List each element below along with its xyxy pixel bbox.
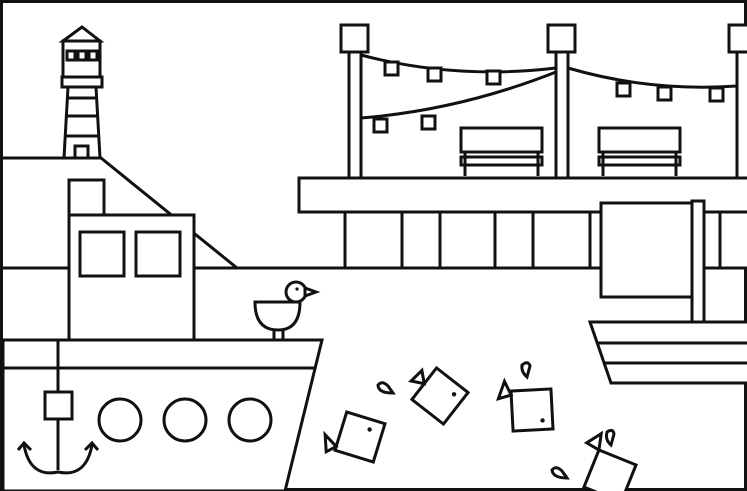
cabin[interactable] [67, 178, 196, 342]
water-drops [376, 361, 616, 480]
anchor-icon[interactable] [16, 340, 100, 475]
sign[interactable] [599, 199, 706, 324]
portholes[interactable] [97, 397, 273, 443]
bunting[interactable] [360, 53, 738, 134]
fish-4[interactable] [571, 430, 642, 491]
fishing-boat-hull[interactable] [1, 338, 324, 491]
lamp-posts[interactable] [339, 23, 747, 180]
bench-left[interactable] [459, 126, 544, 176]
lighthouse[interactable] [58, 25, 105, 160]
fish-3[interactable] [495, 377, 555, 433]
rowboat[interactable] [587, 320, 747, 385]
fish-1[interactable] [402, 361, 471, 427]
seagull[interactable] [253, 280, 321, 340]
bench-right[interactable] [597, 126, 682, 176]
fish-2[interactable] [320, 408, 387, 466]
